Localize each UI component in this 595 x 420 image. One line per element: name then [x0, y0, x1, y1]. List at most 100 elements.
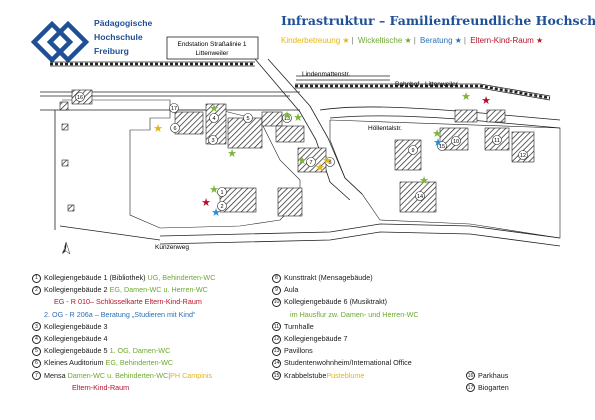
- list-item-3: 3 Kollegiengebäude 3: [32, 321, 215, 333]
- facility-stars: ★ ★ ★ ★ ★ ★ ★ ★ ★ ★ ★ ★ ★ ★ ★ ★: [153, 91, 491, 219]
- list-item-11: 11 Turnhalle: [272, 321, 314, 332]
- list-number: 8: [272, 273, 281, 283]
- star-wickeltisch-6: ★: [209, 184, 219, 196]
- list-number: 14: [272, 358, 281, 368]
- list-item-2-sub-1: EG - R 010 – Schlüsselkarte Eltern-Kind-…: [54, 297, 202, 307]
- campus-outline-west: [62, 99, 301, 229]
- campus-map: Endstation Straßalinie 1 Littenweiler Li…: [40, 36, 561, 255]
- svg-text:6: 6: [173, 126, 176, 132]
- star-wickeltisch-7: ★: [461, 91, 471, 103]
- logo-text: Pädagogische Hochschule Freiburg: [94, 16, 152, 58]
- list-number: 11: [272, 322, 281, 332]
- list-item-9: 9 Aula: [272, 284, 419, 296]
- star-wickeltisch-2: ★: [227, 148, 237, 160]
- map-marker-10: 10: [451, 136, 461, 146]
- star-wickeltisch-9: ★: [419, 175, 429, 187]
- tram-station-label-2: Littenweiler: [196, 50, 230, 57]
- map-marker-16: 16: [75, 92, 85, 102]
- list-item-10-sub-1: im Hausflur zw. Damen- und Herren-WC: [290, 309, 419, 319]
- list-number: 7: [32, 371, 41, 381]
- svg-text:8: 8: [328, 160, 331, 166]
- star-wickeltisch-5: ★: [297, 155, 307, 167]
- legend: Kinderbetreuung ★| Wickeltische ★| Berat…: [281, 36, 544, 45]
- tram-station-box: [166, 36, 259, 60]
- buildings: [59, 89, 535, 217]
- list-item-2-sub-2: 2. OG - R 206a – Beratung „Studieren mit…: [44, 309, 196, 319]
- star-wickeltisch-3: ★: [282, 110, 292, 122]
- list-item-1: 1 Kollegiengebäude 1 (Bibliothek) UG, Be…: [32, 272, 215, 284]
- star-wickeltisch-8: ★: [432, 128, 442, 140]
- building-markers: 16 17 6 4 3 5 13 7 8 1 2 9 10 11 12 15 1…: [75, 92, 528, 211]
- list-item-10: 10 Kollegiengebäude 6 (Musiktrakt): [272, 297, 388, 307]
- list-item-15: 15 Krabbelstube Pusteblume: [272, 370, 365, 381]
- svg-text:2: 2: [220, 204, 223, 210]
- list-item-6: 6 Kleines Auditorium EG, Behinderten-WC: [32, 357, 215, 369]
- svg-text:9: 9: [411, 148, 414, 154]
- map-marker-7: 7: [306, 157, 316, 167]
- logo-line-3: Freiburg: [94, 46, 129, 56]
- list-item-12: 12 Kollegiengebäude 7: [272, 333, 348, 344]
- list-number: 4: [32, 334, 41, 344]
- list-number: 9: [272, 285, 281, 295]
- svg-text:16: 16: [77, 95, 83, 101]
- legend-eltern-kind-raum: Eltern-Kind-Raum ★: [470, 36, 544, 45]
- map-marker-3: 3: [208, 135, 218, 145]
- map-marker-6: 6: [170, 123, 180, 133]
- list-number: 17: [466, 383, 475, 393]
- svg-text:7: 7: [309, 160, 312, 166]
- label-kunzenweg: Kunzenweg: [155, 244, 189, 251]
- railway: [50, 61, 551, 101]
- svg-text:15: 15: [439, 144, 445, 150]
- list-item-4: 4 Kollegiengebäude 4: [32, 333, 215, 345]
- map-marker-13: 13: [282, 113, 292, 123]
- list-item-7: 7 Mensa Damen-WC u. Behinderten-WC | PH …: [32, 370, 215, 382]
- map-marker-12: 12: [518, 150, 528, 160]
- list-number: 3: [32, 322, 41, 332]
- list-item-17: 17 Biogarten: [466, 382, 509, 393]
- building-list-middle: 8 Kunsttrakt (Mensagebäude) 9 Aula 10 Ko…: [272, 272, 419, 382]
- logo-line-2: Hochschule: [94, 32, 143, 42]
- label-hoellentalstr: Höllentalstr.: [368, 125, 402, 132]
- campus-outline-east: [329, 119, 561, 239]
- svg-text:3: 3: [211, 138, 214, 144]
- north-label: N: [63, 247, 67, 253]
- star-beratung-1: ★: [211, 207, 221, 219]
- page-title: Infrastruktur – Familienfreundliche Hoch…: [281, 13, 595, 28]
- map-marker-4: 4: [209, 113, 219, 123]
- star-kinderbetreuung-1: ★: [153, 123, 163, 135]
- svg-text:14: 14: [417, 194, 423, 200]
- north-arrow: N: [62, 241, 71, 255]
- legend-wickeltische: Wickeltische ★: [357, 36, 412, 45]
- star-wickeltisch-4: ★: [293, 112, 303, 124]
- ph-freiburg-logo: [30, 20, 90, 64]
- list-item-7-sub-1: Eltern-Kind-Raum: [72, 382, 130, 392]
- map-marker-15: 15: [437, 141, 447, 151]
- svg-text:5: 5: [246, 116, 249, 122]
- star-kinderbetreuung-3: ★: [322, 155, 332, 167]
- tram-station-label-1: Endstation Straßalinie 1: [177, 41, 246, 48]
- star-eltern-kind-2: ★: [481, 95, 491, 107]
- map-marker-14: 14: [415, 191, 425, 201]
- list-item-2: 2 Kollegiengebäude 2 EG, Damen-WC u. Her…: [32, 284, 215, 296]
- svg-text:4: 4: [212, 116, 215, 122]
- label-lindenmattenstr: Lindenmattenstr.: [302, 71, 350, 78]
- map-marker-9: 9: [408, 145, 418, 155]
- building-list-right: 16 Parkhaus 17 Biogarten: [466, 370, 509, 394]
- map-marker-2: 2: [217, 201, 227, 211]
- star-wickeltisch-1: ★: [209, 103, 219, 115]
- legend-kinderbetreuung: Kinderbetreuung ★: [281, 36, 350, 45]
- map-marker-11: 11: [492, 135, 502, 145]
- list-number: 16: [466, 371, 475, 381]
- svg-text:11: 11: [494, 138, 500, 144]
- list-number: 1: [32, 273, 41, 283]
- list-number: 2: [32, 285, 41, 295]
- svg-text:10: 10: [453, 139, 459, 145]
- list-number: 15: [272, 371, 281, 381]
- list-number: 5: [32, 346, 41, 356]
- list-item-16: 16 Parkhaus: [466, 370, 509, 381]
- list-number: 10: [272, 297, 281, 307]
- map-marker-17: 17: [169, 103, 179, 113]
- svg-text:1: 1: [220, 190, 223, 196]
- logo-line-1: Pädagogische: [94, 18, 153, 28]
- svg-text:13: 13: [284, 116, 290, 122]
